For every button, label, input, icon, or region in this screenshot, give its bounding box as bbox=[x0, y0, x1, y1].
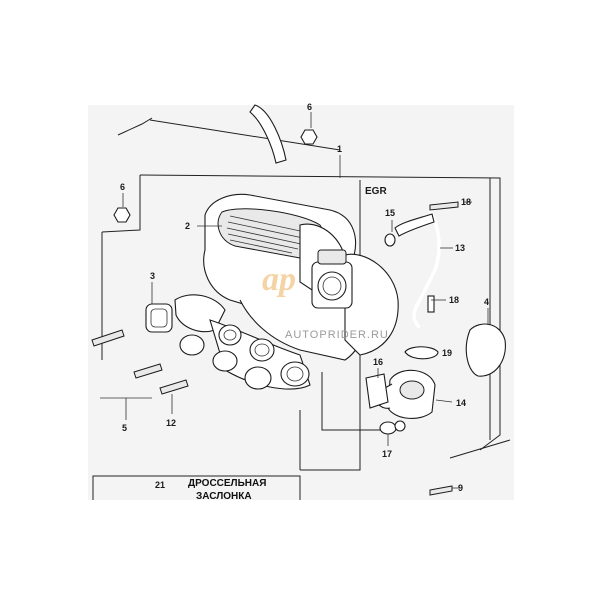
callout-13: 13 bbox=[455, 243, 465, 253]
watermark-text: AUTOPRIDER.RU bbox=[285, 329, 389, 341]
callout-6-left: 6 bbox=[120, 182, 125, 192]
caption-line-1: ДРОССЕЛЬНАЯ bbox=[188, 478, 266, 489]
port-gaskets bbox=[179, 324, 310, 390]
studs bbox=[91, 329, 189, 395]
callout-labels: 6 1 2 3 6 4 5 12 13 14 15 16 17 18 18 19… bbox=[120, 102, 489, 493]
callout-18-mid: 18 bbox=[449, 295, 459, 305]
nuts bbox=[113, 129, 318, 223]
egr-group-label: EGR bbox=[365, 186, 387, 197]
callout-2: 2 bbox=[185, 221, 190, 231]
frame-lines bbox=[101, 117, 511, 471]
callout-15: 15 bbox=[385, 208, 395, 218]
callout-16: 16 bbox=[373, 357, 383, 367]
watermark: ap AUTOPRIDER.RU bbox=[262, 261, 389, 341]
callout-6-top: 6 bbox=[307, 102, 312, 112]
callout-1: 1 bbox=[337, 144, 342, 154]
throttle-body bbox=[311, 249, 353, 309]
support-bracket bbox=[249, 104, 287, 164]
watermark-logo: ap bbox=[262, 261, 296, 298]
callout-4: 4 bbox=[484, 297, 489, 307]
intake-manifold bbox=[174, 193, 399, 390]
bolts bbox=[427, 201, 459, 496]
caption-line-2: ЗАСЛОНКА bbox=[196, 491, 252, 502]
egr-valve bbox=[375, 369, 436, 419]
callout-12: 12 bbox=[166, 418, 176, 428]
egr-gasket bbox=[404, 346, 439, 360]
callout-17: 17 bbox=[382, 449, 392, 459]
egr-plate bbox=[365, 373, 389, 409]
small-gasket bbox=[379, 420, 406, 435]
callout-3: 3 bbox=[150, 271, 155, 281]
callout-18-top: 18 bbox=[461, 197, 471, 207]
callout-19: 19 bbox=[442, 348, 452, 358]
caption-box: ДРОССЕЛЬНАЯ ЗАСЛОНКА bbox=[92, 475, 301, 502]
intake-gasket-left bbox=[145, 303, 173, 333]
callout-5: 5 bbox=[122, 423, 127, 433]
callout-14: 14 bbox=[456, 398, 466, 408]
o-ring bbox=[384, 233, 396, 247]
egr-pipe bbox=[394, 209, 441, 330]
leader-lines bbox=[100, 112, 489, 489]
throttle-gasket bbox=[465, 323, 506, 377]
callout-21: 21 bbox=[155, 480, 165, 490]
callout-9: 9 bbox=[458, 483, 463, 493]
